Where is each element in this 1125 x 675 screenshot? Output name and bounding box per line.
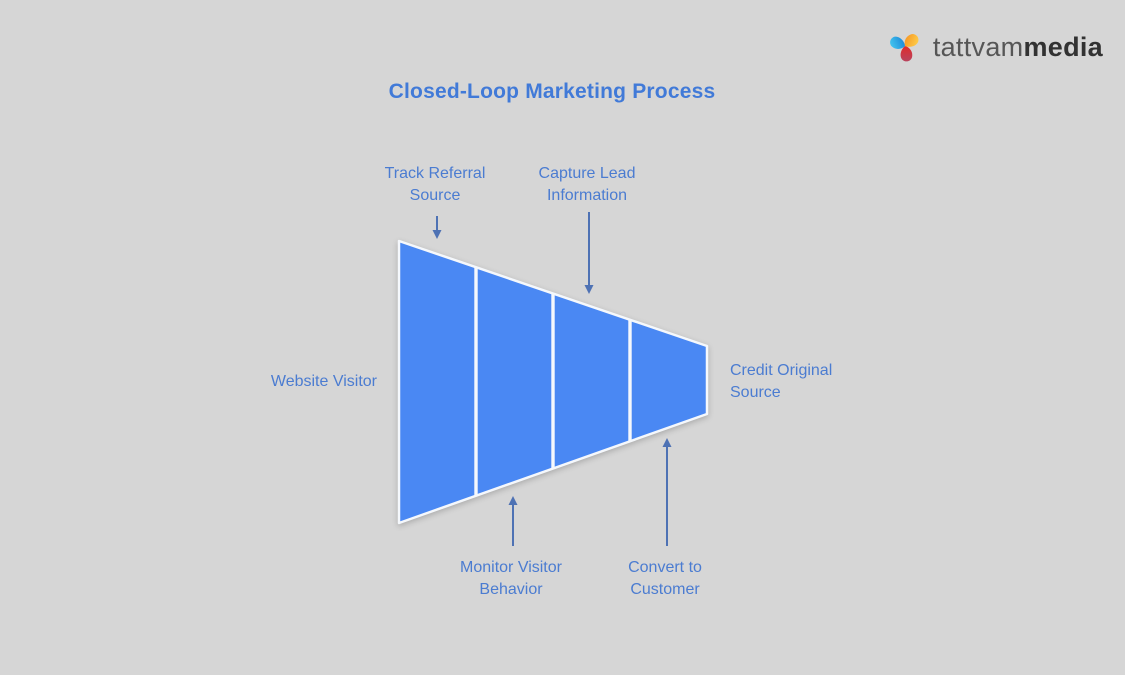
page-title: Closed-Loop Marketing Process (388, 80, 716, 103)
arrow-up-icon (508, 496, 518, 546)
logo-name-light: tattvam (932, 32, 1024, 62)
logo-wordmark: tattvammedia (933, 32, 1103, 63)
label-credit-original-source: Credit Original Source (730, 362, 833, 401)
logo-name-bold: media (1023, 32, 1103, 62)
label-monitor-visitor-behavior: Monitor Visitor Behavior (460, 559, 562, 598)
trefoil-petals-icon (886, 26, 924, 69)
arrow-down-icon (584, 212, 594, 294)
label-website-visitor: Website Visitor (270, 373, 377, 390)
arrow-down-icon (432, 216, 442, 239)
arrow-up-icon (662, 438, 672, 546)
label-track-referral-source: Track Referral Source (384, 165, 486, 204)
label-convert-to-customer: Convert to Customer (628, 559, 702, 598)
label-capture-lead-information: Capture Lead Information (538, 165, 636, 204)
logo: tattvammedia (886, 26, 1103, 69)
